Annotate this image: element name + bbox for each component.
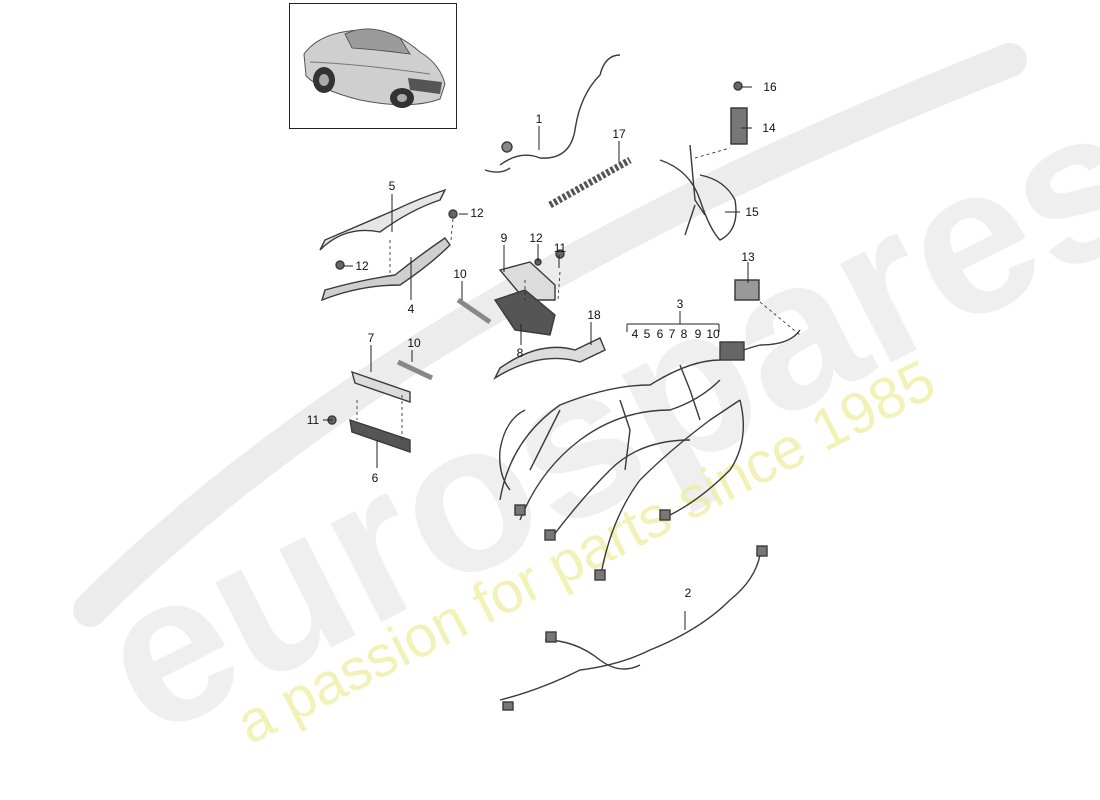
callout-8: 8 [517, 346, 524, 360]
group-3-item: 10 [706, 327, 720, 341]
part-16-nut [733, 81, 743, 91]
watermark-swoosh [73, 43, 1027, 627]
group-3-item: 8 [681, 327, 688, 341]
part-6-bracket [349, 418, 411, 453]
callout-12a: 12 [470, 206, 484, 220]
callout-3: 3 [677, 297, 684, 311]
part-18-bracket [493, 337, 606, 380]
callout-2: 2 [685, 586, 692, 600]
group-3-items: 4 5 6 7 8 9 10 [632, 327, 720, 341]
callout-12b: 12 [355, 259, 369, 273]
part-2-harness [499, 554, 761, 701]
callout-14: 14 [762, 121, 776, 135]
callout-4: 4 [408, 302, 415, 316]
group-3-item: 6 [657, 327, 664, 341]
callout-17: 17 [612, 127, 626, 141]
callout-11b: 11 [307, 413, 320, 427]
part-1-cable [499, 54, 621, 166]
callout-9: 9 [501, 231, 508, 245]
part-14-relay [730, 107, 748, 145]
callout-labels: 1 2 3 4 5 6 7 8 9 10 10 11 11 12 12 12 1… [307, 80, 777, 600]
part-10-clip-a [456, 297, 492, 325]
group-3-item: 7 [669, 327, 676, 341]
callout-5: 5 [389, 179, 396, 193]
vehicle-thumbnail [289, 3, 457, 129]
part-13-unit [734, 279, 760, 301]
callout-18: 18 [587, 308, 601, 322]
part-4-bracket [320, 237, 451, 302]
part-3-main-harness [499, 329, 801, 581]
group-3-item: 9 [695, 327, 702, 341]
callout-11a: 11 [554, 241, 567, 255]
callout-10b: 10 [407, 336, 421, 350]
part-7-bracket [350, 370, 411, 403]
part-17-sleeve [548, 156, 632, 209]
group-3-item: 5 [644, 327, 651, 341]
callout-12c: 12 [529, 231, 543, 245]
callout-6: 6 [372, 471, 379, 485]
car-rear-three-quarter-icon [303, 28, 446, 108]
part-15-harness [659, 159, 737, 241]
callout-16: 16 [763, 80, 777, 94]
group-3-item: 4 [632, 327, 639, 341]
leader-lines [323, 86, 752, 630]
part-10-clip-b [396, 359, 434, 381]
callout-10a: 10 [453, 267, 467, 281]
callout-1: 1 [536, 112, 543, 126]
part-5-bracket [319, 188, 447, 251]
callout-15: 15 [745, 205, 759, 219]
part-8-bracket [493, 289, 556, 336]
callout-7: 7 [368, 331, 375, 345]
callout-13: 13 [741, 250, 755, 264]
